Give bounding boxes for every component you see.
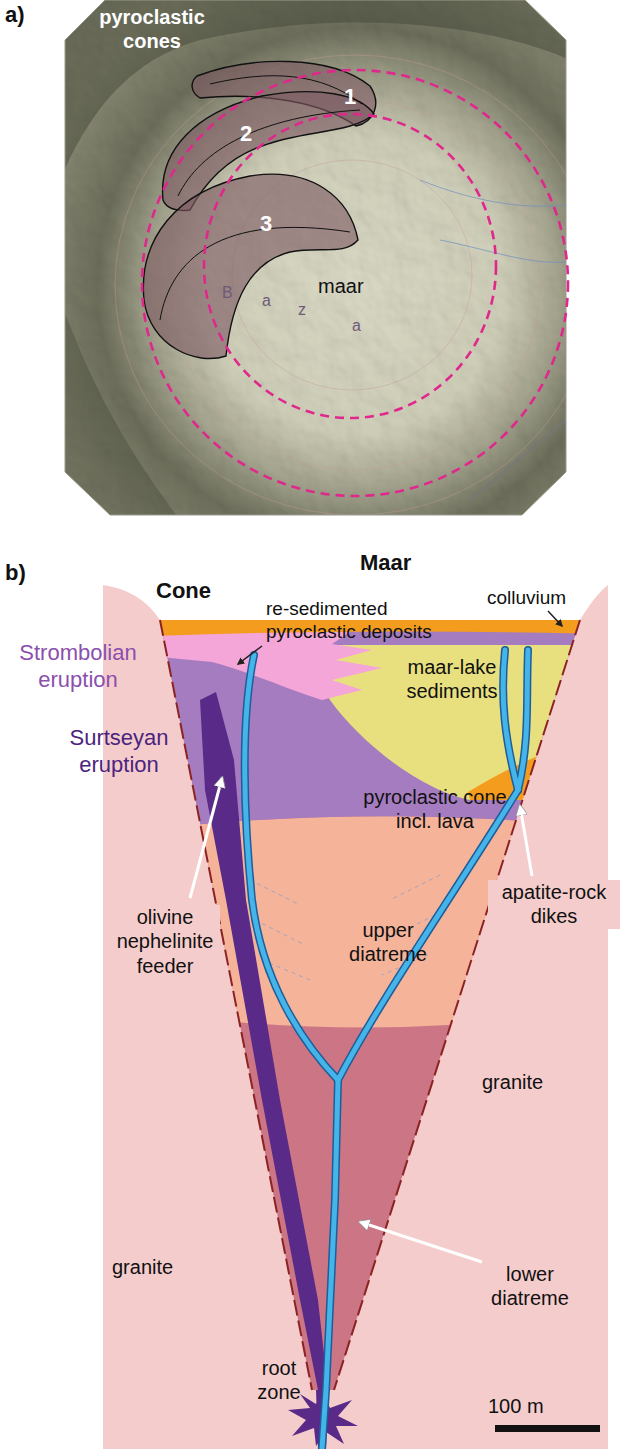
unit-label: lower diatreme	[470, 1262, 590, 1311]
scale-label: 100 m	[488, 1394, 544, 1418]
section-heading: Maar	[360, 550, 411, 577]
section-heading: Cone	[156, 578, 211, 605]
map-label: maar	[318, 274, 364, 298]
unit-label: olivine nephelinite feeder	[110, 905, 220, 978]
panel-label: b)	[5, 560, 26, 587]
map-label: pyroclastic cones	[92, 5, 212, 54]
eruption-label: Strombolian eruption	[3, 640, 153, 694]
map-letter: a	[262, 291, 271, 311]
rock-label: granite	[112, 1255, 173, 1279]
apatite-dikes	[245, 650, 528, 1449]
unit-label: apatite-rock dikes	[488, 880, 620, 929]
eruption-label: Surtseyan eruption	[58, 725, 180, 779]
hillshade-map	[60, 0, 595, 520]
callout-number: 1	[344, 84, 356, 111]
leader-arrows	[190, 611, 562, 1262]
unit-label: root zone	[248, 1356, 310, 1405]
unit-label: colluvium	[487, 586, 566, 609]
callout-number: 3	[260, 211, 272, 238]
unit-label: re-sedimented pyroclastic deposits	[266, 597, 481, 643]
crater-outline	[142, 70, 568, 496]
callout-number: 2	[240, 121, 252, 148]
pyroclastic-cones	[143, 61, 375, 358]
panel-label: a)	[5, 2, 25, 29]
unit-label: upper diatreme	[333, 918, 443, 967]
unit-label: pyroclastic cone incl. lava	[355, 785, 515, 834]
map-letter: B	[222, 283, 233, 303]
map-letter: a	[352, 316, 361, 336]
unit-label: maar-lake sediments	[392, 655, 512, 704]
diatreme-fill	[100, 600, 620, 1449]
scale-bar	[495, 1425, 600, 1432]
map-letter: z	[298, 300, 306, 320]
rock-label: granite	[482, 1070, 543, 1094]
